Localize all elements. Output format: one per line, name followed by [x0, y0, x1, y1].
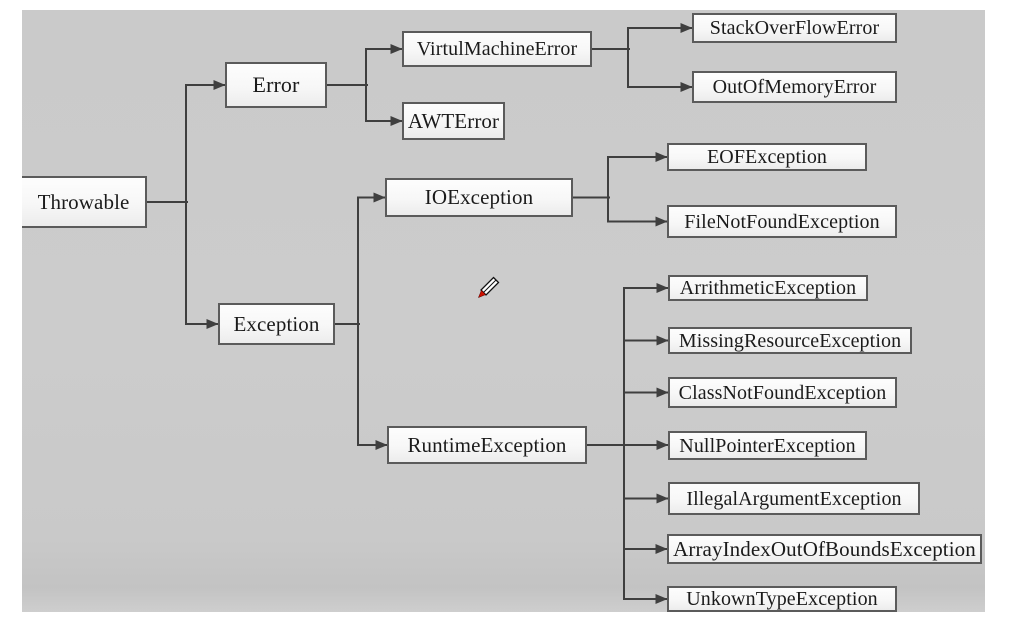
node-unkowntype: UnkownTypeException — [667, 586, 897, 612]
node-stackoverflow: StackOverFlowError — [692, 13, 897, 43]
node-classnotfound: ClassNotFoundException — [668, 377, 897, 408]
node-error: Error — [225, 62, 327, 108]
node-awterror: AWTError — [402, 102, 505, 140]
node-filenotfound: FileNotFoundException — [667, 205, 897, 238]
node-missingresource: MissingResourceException — [668, 327, 912, 354]
node-outofmemory: OutOfMemoryError — [692, 71, 897, 103]
node-arrayindex: ArrayIndexOutOfBoundsException — [667, 534, 982, 564]
node-nullpointer: NullPointerException — [668, 431, 867, 460]
node-ioexception: IOException — [385, 178, 573, 217]
node-throwable: Throwable — [22, 176, 147, 228]
node-illegalargument: IllegalArgumentException — [668, 482, 920, 515]
node-eofexception: EOFException — [667, 143, 867, 171]
node-arrithmetic: ArrithmeticException — [668, 275, 868, 301]
node-exception: Exception — [218, 303, 335, 345]
node-runtimeexception: RuntimeException — [387, 426, 587, 464]
pen-cursor-icon — [477, 276, 500, 299]
node-virtulmachine: VirtulMachineError — [402, 31, 592, 67]
